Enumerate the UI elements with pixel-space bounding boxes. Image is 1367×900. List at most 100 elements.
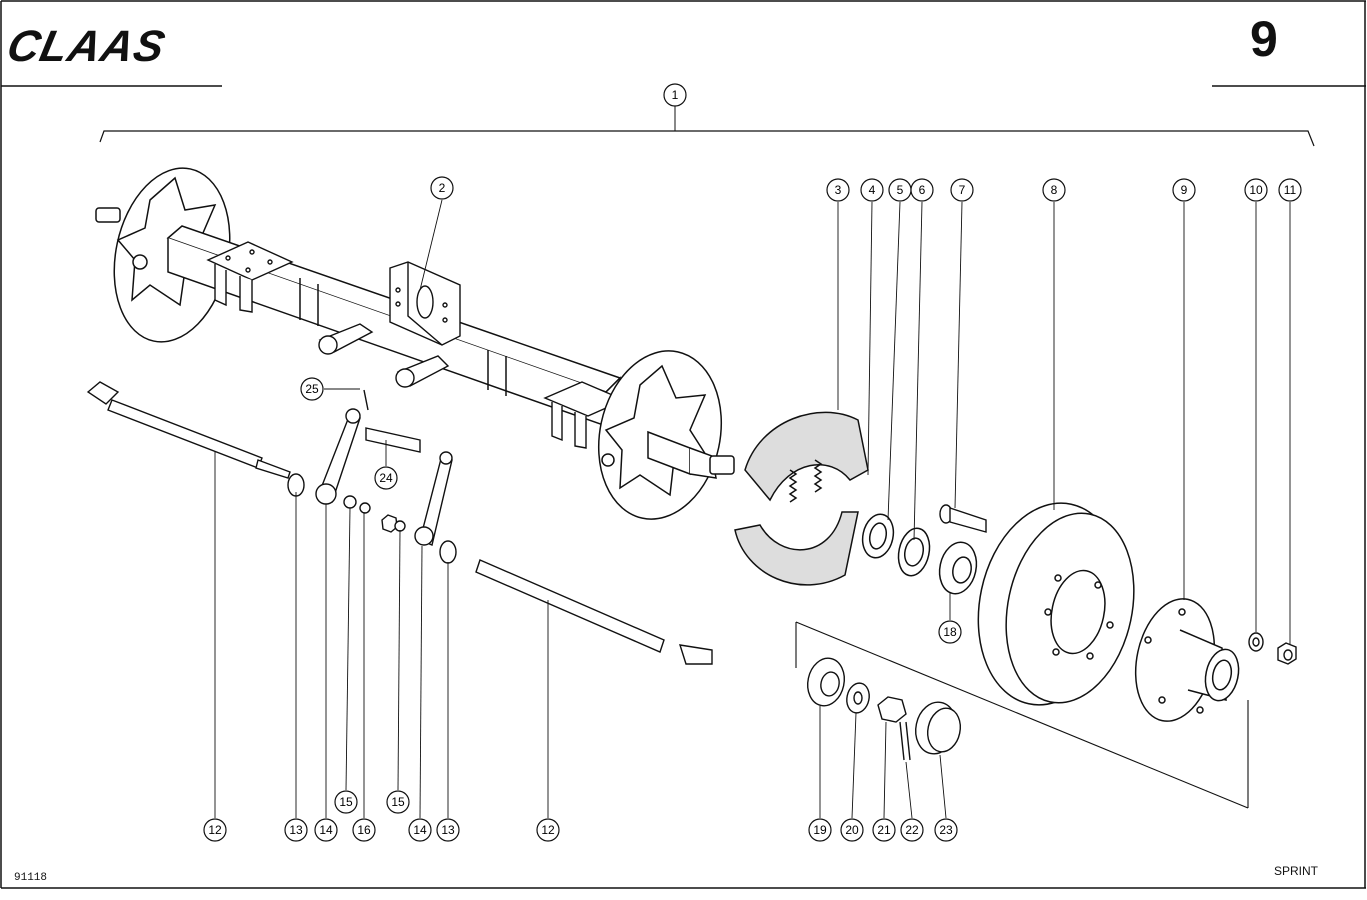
callout-9: 9 [1172,178,1196,202]
linkage-parts [287,389,457,564]
callout-circle [900,818,924,842]
callout-label: 2 [439,181,446,195]
callout-label: 18 [943,625,957,639]
callout-20: 20 [840,818,864,842]
mounting-bracket-left [206,241,294,313]
callout-label: 3 [835,183,842,197]
callout-label: 6 [919,183,926,197]
callout-4: 4 [860,178,884,202]
callout-label: 9 [1181,183,1188,197]
callout-8: 8 [1042,178,1066,202]
callout-label: 15 [339,795,353,809]
callout-label: 13 [441,823,455,837]
callout-label: 11 [1284,183,1297,197]
callout-14: 14 [314,818,338,842]
lever-lugs [318,323,450,388]
callout-label: 25 [305,382,319,396]
callout-label: 12 [208,823,222,837]
callout-circle [840,818,864,842]
callout-label: 12 [541,823,555,837]
mounting-bracket-center [389,261,461,346]
brake-drum [977,502,1135,706]
callout-7: 7 [950,178,974,202]
wheel-bolt [939,504,987,533]
callout-circle [1042,178,1066,202]
callout-18: 18 [938,620,962,644]
callout-21: 21 [872,818,896,842]
callout-12: 12 [203,818,227,842]
callout-label: 14 [319,823,333,837]
callout-label: 24 [379,471,393,485]
callout-10: 10 [1244,178,1268,202]
callout-circle [1244,178,1268,202]
callout-circle [203,818,227,842]
callout-label: 1 [672,88,679,102]
callout-circle [934,818,958,842]
callout-24: 24 [374,466,398,490]
callout-label: 20 [845,823,859,837]
brake-shoes [734,411,869,586]
callout-23: 23 [934,818,958,842]
callout-15: 15 [386,790,410,814]
callout-label: 15 [391,795,405,809]
callout-circle [663,83,687,107]
callout-circle [860,178,884,202]
callout-circle [436,818,460,842]
right-backing-plate [597,350,735,520]
callout-label: 13 [289,823,303,837]
wheel-hub [1134,598,1240,722]
callout-16: 16 [352,818,376,842]
callout-6: 6 [910,178,934,202]
callout-circle [374,466,398,490]
callout-circle [430,176,454,200]
brand-logo: CLAAS [2,22,170,71]
page-number: 9 [1250,11,1278,67]
callout-circle [300,377,324,401]
callout-circle [910,178,934,202]
callout-5: 5 [888,178,912,202]
callout-circle [808,818,832,842]
callout-circle [938,620,962,644]
callout-label: 4 [869,183,876,197]
callout-14: 14 [408,818,432,842]
callout-circle [950,178,974,202]
callout-label: 10 [1249,183,1263,197]
callout-label: 14 [413,823,427,837]
washer-and-nut [1248,632,1297,665]
callout-1: 1 [663,83,687,107]
assembly-bracket [99,130,1315,147]
callout-label: 8 [1051,183,1058,197]
callout-2: 2 [430,176,454,200]
callout-22: 22 [900,818,924,842]
callout-circle [536,818,560,842]
callout-13: 13 [436,818,460,842]
callout-circle [872,818,896,842]
callout-label: 5 [897,183,904,197]
callout-15: 15 [334,790,358,814]
callout-25: 25 [300,377,324,401]
document-number: 91118 [14,872,48,884]
tie-rods [86,381,713,665]
model-name: SPRINT [1274,864,1319,878]
callout-circle [334,790,358,814]
callout-label: 22 [905,823,919,837]
callout-circle [352,818,376,842]
callout-3: 3 [826,178,850,202]
callout-label: 19 [813,823,827,837]
callout-circle [826,178,850,202]
callout-19: 19 [808,818,832,842]
callout-circle [1278,178,1302,202]
callout-circle [284,818,308,842]
callout-11: 11 [1278,178,1302,202]
callout-label: 23 [939,823,953,837]
callout-13: 13 [284,818,308,842]
callout-circle [408,818,432,842]
callout-12: 12 [536,818,560,842]
callout-circle [1172,178,1196,202]
hub-small-parts [806,657,962,761]
callout-circle [314,818,338,842]
